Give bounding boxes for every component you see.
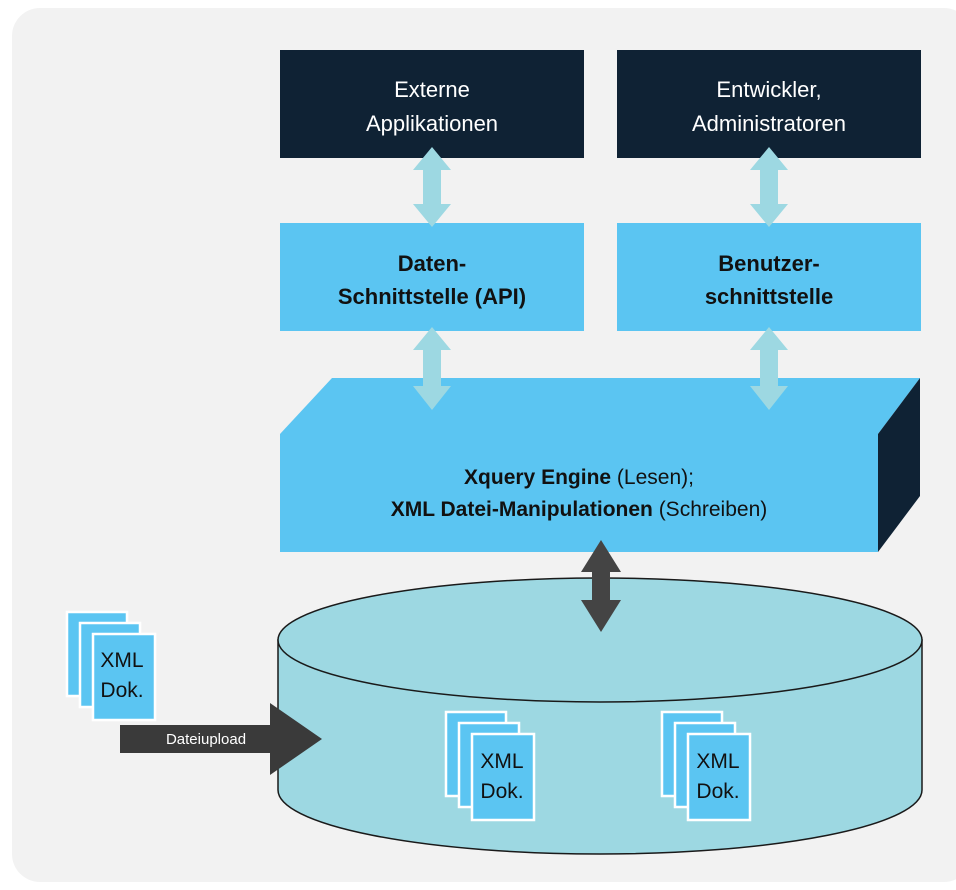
data-api-box: Daten- Schnittstelle (API) [280,223,584,331]
engine-top-face [280,378,920,434]
engine-side-face [878,378,920,552]
doc-center-label-1: XML [480,750,523,773]
data-api-label-1: Daten- [398,251,466,276]
document-stack-center: XML Dok. [444,710,536,822]
engine-normal-1: (Lesen); [611,466,694,489]
user-interface-label-1: Benutzer- [718,251,819,276]
engine-bold-1: Xquery Engine [464,466,611,489]
doc-right-label-1: XML [696,750,739,773]
arrow-api-to-engine [413,327,451,410]
developers-box: Entwickler, Administratoren [617,50,921,158]
doc-left-label-1: XML [100,649,143,672]
user-interface-label-2: schnittstelle [705,284,833,309]
arrow-engine-to-database [581,540,621,632]
upload-label: Dateiupload [166,731,246,748]
arrow-ui-to-engine [750,327,788,410]
document-stack-right: XML Dok. [660,710,752,822]
external-apps-label-2: Applikationen [366,111,498,136]
engine-front-face [280,434,878,552]
arrow-external-to-api [413,147,451,227]
engine-label-line-2: XML Datei-Manipulationen (Schreiben) [391,498,768,521]
database-cylinder [277,577,923,855]
user-interface-box: Benutzer- schnittstelle [617,223,921,331]
document-stack-left: XML Dok. [65,610,157,722]
doc-left-label-2: Dok. [100,679,143,702]
upload-arrow: Dateiupload [120,703,322,775]
engine-normal-2: (Schreiben) [653,498,767,521]
engine-box: Xquery Engine (Lesen); XML Datei-Manipul… [280,378,920,552]
developers-label-2: Administratoren [692,111,846,136]
external-apps-label-1: Externe [394,77,470,102]
doc-right-label-2: Dok. [696,780,739,803]
doc-center-label-2: Dok. [480,780,523,803]
engine-bold-2: XML Datei-Manipulationen [391,498,653,521]
arrow-developers-to-ui [750,147,788,227]
developers-label-1: Entwickler, [716,77,821,102]
engine-label-line-1: Xquery Engine (Lesen); [464,466,694,489]
data-api-label-2: Schnittstelle (API) [338,284,526,309]
external-apps-box: Externe Applikationen [280,50,584,158]
